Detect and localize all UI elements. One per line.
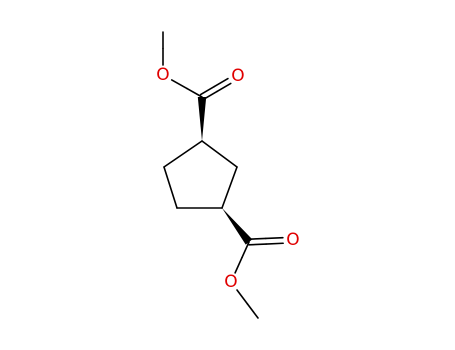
bond-c_carbonyl_top-o_carbonyl_top-2-a [199,85,216,96]
bond-o_ester_top-c_carbonyl_top-b [186,87,203,98]
atom-label-o_ester_bottom: O [224,272,237,292]
bond-c4-c5 [163,166,178,209]
wedge-bond-c1-c_carbonyl_top [197,97,207,141]
bond-layer [162,31,284,319]
bond-c_carbonyl_bottom-o_ester_bottom-b [234,256,243,274]
atom-label-o_carbonyl_bottom: O [286,230,299,250]
bond-c_carbonyl_bottom-o_carbonyl_bottom-2-a [248,237,267,241]
bond-o_ester_top-c_carbonyl_top-a [170,79,188,90]
bond-c1-c2 [201,140,238,168]
bond-c_carbonyl_top-o_carbonyl_top-2-b [213,77,229,88]
atom-label-layer: O O O O [156,65,299,292]
bond-c_carbonyl_bottom-o_carbonyl_bottom-1-b [265,242,284,245]
bond-c2-c3 [221,166,238,209]
bond-o_ester_bottom-me_bottom-b [246,303,259,319]
atom-label-o_carbonyl_top: O [231,66,244,86]
bond-c_carbonyl_bottom-o_carbonyl_bottom-2-b [265,236,284,240]
bond-c_carbonyl_bottom-o_carbonyl_bottom-1-a [248,243,267,246]
atom-label-o_ester_top: O [156,65,169,85]
bond-c5-c1 [163,140,203,168]
wedge-bond-c3-c_carbonyl_bottom [222,208,253,245]
bond-c_carbonyl_top-o_carbonyl_top-1-b [216,82,232,93]
bond-c_carbonyl_bottom-o_ester_bottom-a [241,241,250,259]
bond-o_ester_bottom-me_bottom-a [236,289,249,305]
